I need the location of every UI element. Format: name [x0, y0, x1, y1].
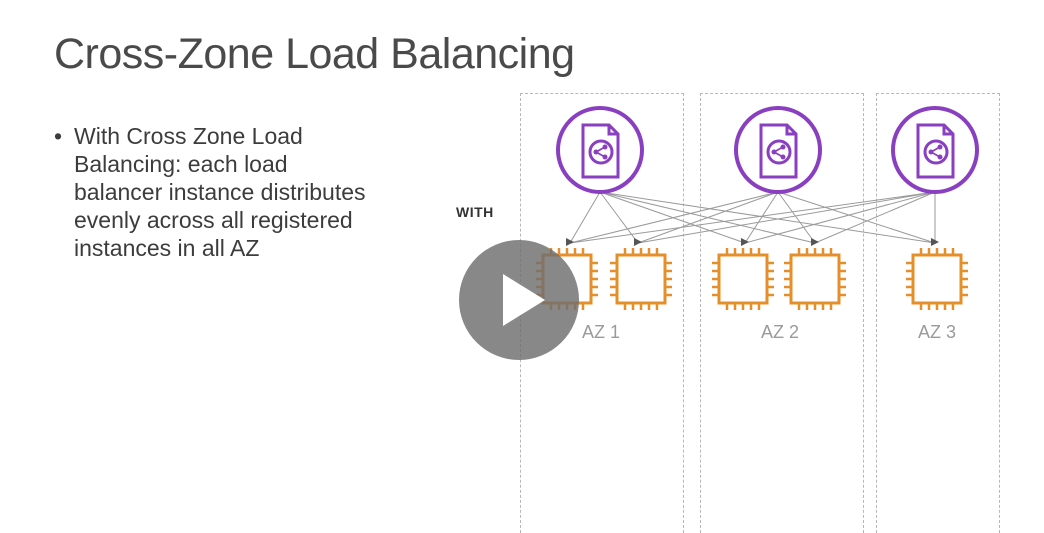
load-balancer-az3-icon [891, 106, 979, 194]
instance-az2-b-icon [782, 246, 848, 312]
instance-az3-a-icon [904, 246, 970, 312]
video-play-button[interactable] [459, 240, 579, 360]
play-icon [503, 274, 545, 326]
instance-az2-a-icon [710, 246, 776, 312]
with-label: WITH [456, 204, 494, 220]
load-balancer-az1-icon [556, 106, 644, 194]
az-3-zone [876, 93, 1000, 533]
bullet-text: With Cross Zone Load Balancing: each loa… [74, 123, 366, 261]
arrowheads [566, 238, 939, 246]
instance-az1-b-icon [608, 246, 674, 312]
bullet-item: • With Cross Zone Load Balancing: each l… [54, 122, 374, 262]
az-1-label: AZ 1 [582, 322, 621, 342]
az-2-zone [700, 93, 864, 533]
az-3-label: AZ 3 [918, 322, 957, 342]
bullet-marker: • [54, 123, 63, 149]
az-2-label: AZ 2 [761, 322, 800, 342]
connection-lines [569, 191, 936, 244]
slide-title: Cross-Zone Load Balancing [54, 30, 575, 78]
load-balancer-az2-icon [734, 106, 822, 194]
